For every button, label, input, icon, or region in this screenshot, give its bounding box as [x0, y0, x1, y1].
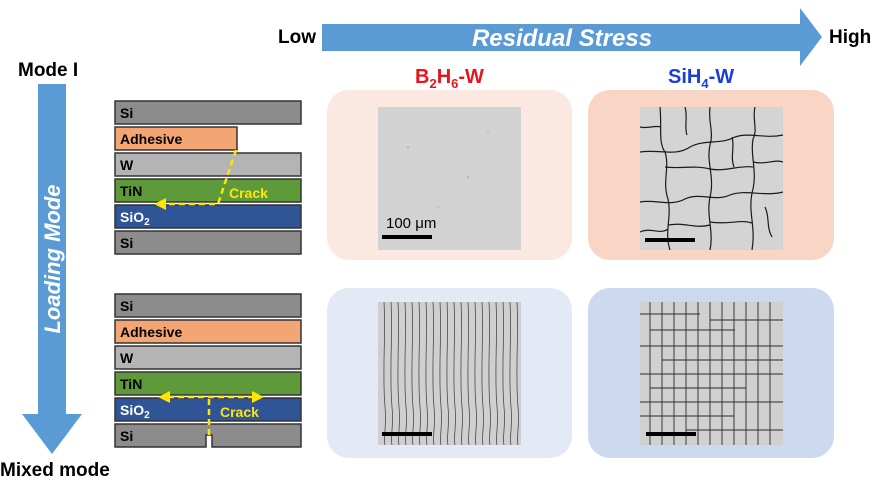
layer-si-top-label: Si — [120, 105, 133, 121]
layer-si-bottom — [114, 230, 302, 255]
layer-adhesive-label: Adhesive — [120, 131, 182, 147]
layer-w — [114, 345, 302, 370]
mode-i-label: Mode I — [18, 60, 79, 81]
crack-label-mixed-mode: Crack — [220, 404, 259, 420]
mode-i-film-stack: Si Adhesive W TiN SiO2 Si Crack — [114, 100, 302, 255]
scale-bar — [382, 432, 432, 436]
residual-stress-arrow: Residual Stress — [322, 8, 822, 66]
layer-si-bottom-label: Si — [120, 428, 133, 444]
low-label: Low — [278, 27, 316, 48]
micrograph-b2h6-mixed-mode — [378, 302, 521, 445]
layer-w-label: W — [120, 350, 134, 366]
layer-sio2-label: SiO2 — [120, 402, 150, 421]
layer-w — [114, 152, 302, 177]
layer-si-top-label: Si — [120, 298, 133, 314]
layer-w-label: W — [120, 157, 134, 173]
layer-sio2 — [114, 204, 302, 229]
scale-bar-label: 100 μm — [386, 215, 436, 232]
scale-bar — [645, 238, 695, 242]
layer-tin-label: TiN — [120, 376, 142, 392]
micrograph-sih4-mixed-mode — [640, 302, 783, 445]
residual-stress-title: Residual Stress — [472, 25, 652, 52]
layer-adhesive — [114, 126, 238, 151]
sih4-w-title: SiH4-W — [668, 66, 735, 91]
layer-si-bottom-label: Si — [120, 235, 133, 251]
layer-adhesive-label: Adhesive — [120, 324, 182, 340]
micrograph-sih4-mode-i — [640, 107, 783, 250]
layer-si-top — [114, 100, 302, 125]
scale-bar — [646, 432, 696, 436]
loading-mode-title: Loading Mode — [40, 184, 65, 333]
layer-tin — [114, 371, 302, 396]
crack-arrowhead-mode-i — [154, 198, 166, 210]
micrograph-b2h6-mode-i: 100 μm — [378, 107, 521, 250]
crack-path-mode-i — [164, 149, 238, 206]
scale-bar — [382, 235, 432, 239]
layer-tin — [114, 178, 302, 203]
loading-mode-arrow: Loading Mode — [22, 84, 82, 454]
high-label: High — [829, 27, 872, 48]
layer-si-bottom-notched — [114, 423, 302, 448]
layer-adhesive — [114, 319, 302, 344]
mixed-mode-film-stack: Si Adhesive W TiN SiO2 Si Crack — [114, 293, 302, 448]
layer-sio2-label: SiO2 — [120, 209, 150, 228]
b2h6-w-title: B2H6-W — [415, 66, 484, 91]
layer-si-top — [114, 293, 302, 318]
crack-arrowhead-right — [252, 391, 264, 403]
mixed-mode-label: Mixed mode — [0, 460, 110, 481]
layer-tin-label: TiN — [120, 183, 142, 199]
crack-arrowhead-left — [158, 391, 170, 403]
crack-label-mode-i: Crack — [229, 185, 268, 201]
